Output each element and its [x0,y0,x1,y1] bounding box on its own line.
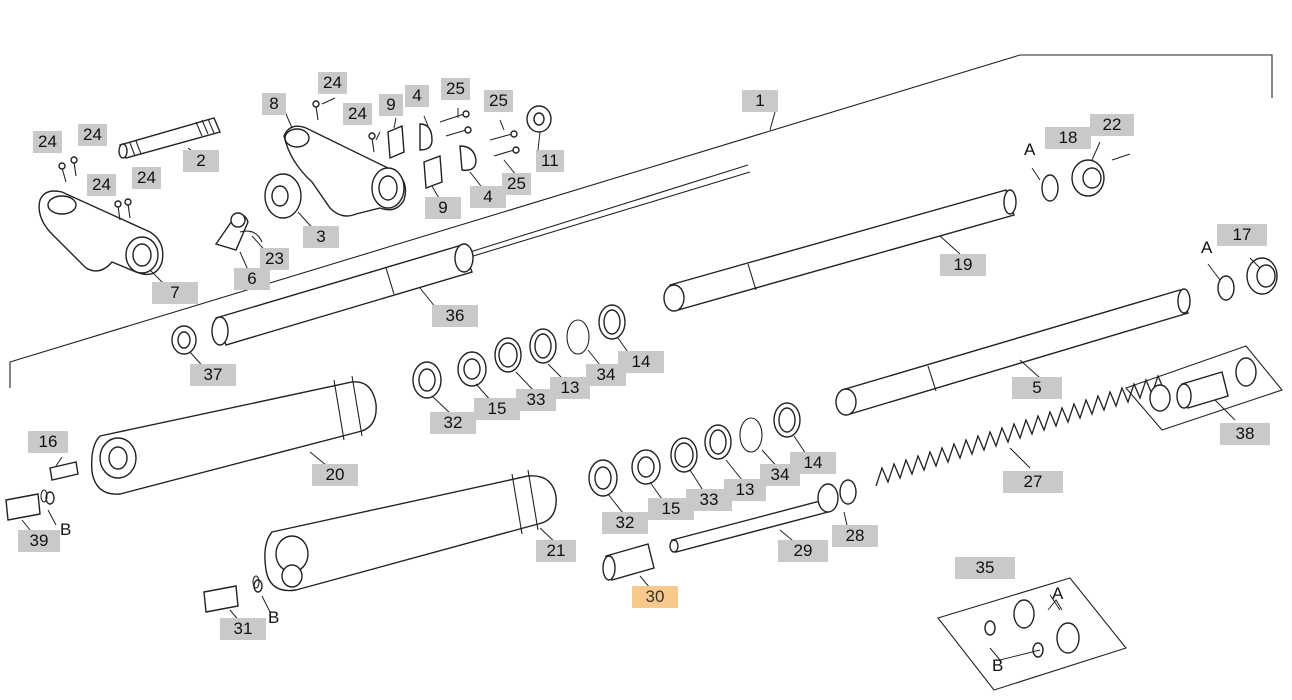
callout-32[interactable]: 32 [430,412,476,434]
callout-15[interactable]: 15 [474,398,520,420]
shaft-part [118,117,221,159]
fork-slider-20-part [90,375,377,495]
fork-tube-36-part [211,243,474,346]
seal-rings-lower-part [588,402,801,497]
callout-4[interactable]: 4 [405,85,429,107]
callout-22[interactable]: 22 [1090,114,1134,136]
callout-2[interactable]: 2 [183,150,219,172]
damper-rod-29-part [669,479,857,553]
steering-yoke-part [283,125,407,217]
letter-B: B [992,656,1004,675]
callout-33[interactable]: 33 [516,389,556,411]
callout-34[interactable]: 34 [586,364,626,386]
nut-part [526,105,552,133]
callout-8[interactable]: 8 [262,93,286,115]
kit-35-part [937,577,1127,691]
ring-nut-part [264,173,302,219]
bushing-30-part [602,543,655,581]
callout-15[interactable]: 15 [648,498,694,520]
axle-bolts-part [5,461,263,613]
callout-5[interactable]: 5 [1012,377,1062,399]
small-bracket-part [214,212,263,251]
letter-A: A [1024,140,1036,159]
callout-28[interactable]: 28 [832,525,878,547]
callout-27[interactable]: 27 [1003,471,1063,493]
callout-24[interactable]: 24 [33,131,62,153]
callout-30[interactable]: 30 [632,586,678,608]
callout-20[interactable]: 20 [312,464,358,486]
callout-25[interactable]: 25 [484,90,513,112]
top-cap-18-part [1041,153,1131,202]
callout-25[interactable]: 25 [441,78,470,100]
spring-27-part [875,374,1165,487]
callout-37[interactable]: 37 [190,364,236,386]
letter-A: A [1052,584,1064,603]
callout-25[interactable]: 25 [502,173,531,195]
callout-18[interactable]: 18 [1045,127,1091,149]
small-screws-part [58,100,376,221]
letter-B: B [60,520,72,539]
callout-34[interactable]: 34 [760,464,800,486]
callout-39[interactable]: 39 [18,530,60,552]
bolts-part [439,110,520,157]
callout-9[interactable]: 9 [425,197,461,219]
handlebar-clamp-part [38,190,164,276]
callout-6[interactable]: 6 [234,268,270,290]
callout-17[interactable]: 17 [1217,224,1267,246]
callout-36[interactable]: 36 [432,305,478,327]
fork-tube-19-part [663,189,1017,312]
fork-slider-21-part [264,469,557,592]
callout-32[interactable]: 32 [602,512,648,534]
callout-35[interactable]: 35 [955,557,1015,579]
letter-A: A [1201,238,1213,257]
callout-23[interactable]: 23 [260,248,289,270]
bushing-37-part [171,325,197,355]
callout-13[interactable]: 13 [724,479,766,501]
group-1-bracket [9,54,1273,388]
callout-7[interactable]: 7 [152,282,198,304]
callout-16[interactable]: 16 [28,431,68,453]
callout-33[interactable]: 33 [686,489,732,511]
callout-1[interactable]: 1 [742,90,778,112]
damper-rod-part [469,164,751,258]
callout-13[interactable]: 13 [550,377,590,399]
top-cap-17-part [1217,257,1278,301]
callout-24[interactable]: 24 [318,72,347,94]
callout-19[interactable]: 19 [940,254,986,276]
callout-21[interactable]: 21 [536,540,576,562]
callout-14[interactable]: 14 [790,452,836,474]
callout-38[interactable]: 38 [1220,423,1270,445]
fork-tube-5-part [835,288,1191,416]
callout-9[interactable]: 9 [379,94,403,116]
seal-rings-upper-part [412,304,626,399]
kit-38-part [1125,345,1283,431]
callout-14[interactable]: 14 [618,351,664,373]
callout-24[interactable]: 24 [343,103,372,125]
callout-29[interactable]: 29 [778,540,828,562]
callout-24[interactable]: 24 [78,124,107,146]
letter-B: B [268,608,280,627]
clamps-part [387,123,477,189]
leader-lines [21,97,1261,661]
callout-3[interactable]: 3 [303,226,339,248]
callout-31[interactable]: 31 [220,618,266,640]
callout-24[interactable]: 24 [87,174,116,196]
callout-4[interactable]: 4 [470,186,506,208]
callout-24[interactable]: 24 [132,167,161,189]
callout-11[interactable]: 11 [536,150,564,172]
o-rings-part [40,489,260,589]
